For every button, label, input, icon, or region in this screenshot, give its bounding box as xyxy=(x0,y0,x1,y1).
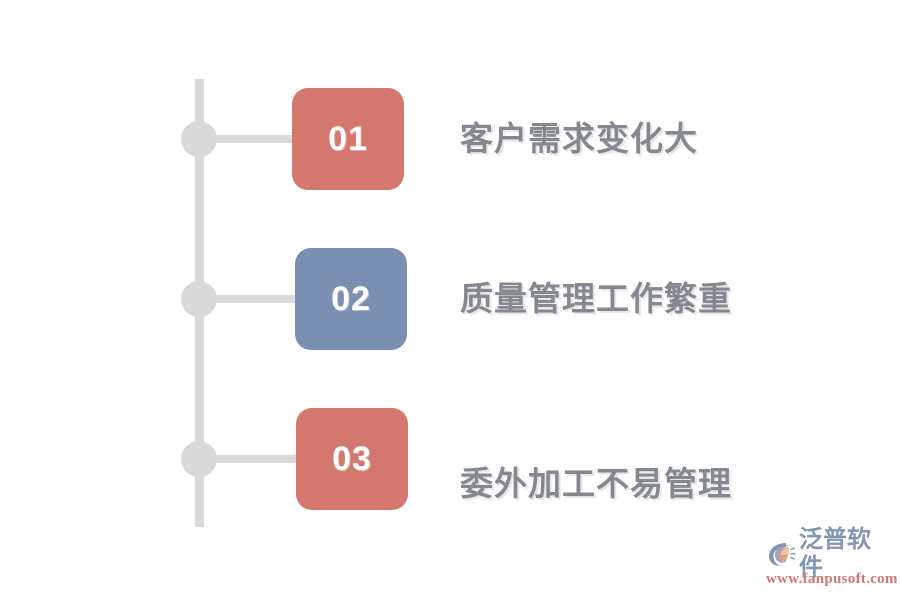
timeline-number-1: 01 xyxy=(328,119,368,158)
timeline-node-dot-3 xyxy=(181,441,217,477)
brand-name: 泛普软件 xyxy=(799,526,871,581)
timeline-number-2: 02 xyxy=(331,279,371,318)
timeline-number-3: 03 xyxy=(332,439,372,478)
timeline-node-dot-1 xyxy=(181,121,217,157)
timeline-number-chip-1[interactable]: 01 xyxy=(292,88,404,190)
brand-url: www.fanpusoft.com xyxy=(766,571,898,587)
timeline-label-1: 客户需求变化大 xyxy=(460,120,698,157)
brand-watermark: 泛普软件 www.fanpusoft.com xyxy=(766,526,898,592)
timeline-connector-2 xyxy=(212,295,298,303)
timeline-number-chip-2[interactable]: 02 xyxy=(295,248,407,350)
fanpu-swoosh-logo-icon xyxy=(766,540,796,568)
timeline-connector-3 xyxy=(212,455,298,463)
timeline-node-dot-2 xyxy=(181,281,217,317)
timeline-label-3: 委外加工不易管理 xyxy=(460,465,732,502)
brand-row: 泛普软件 xyxy=(766,526,892,581)
timeline-label-2: 质量管理工作繁重 xyxy=(460,280,732,317)
timeline-connector-1 xyxy=(212,135,298,143)
timeline-number-chip-3[interactable]: 03 xyxy=(296,408,408,510)
